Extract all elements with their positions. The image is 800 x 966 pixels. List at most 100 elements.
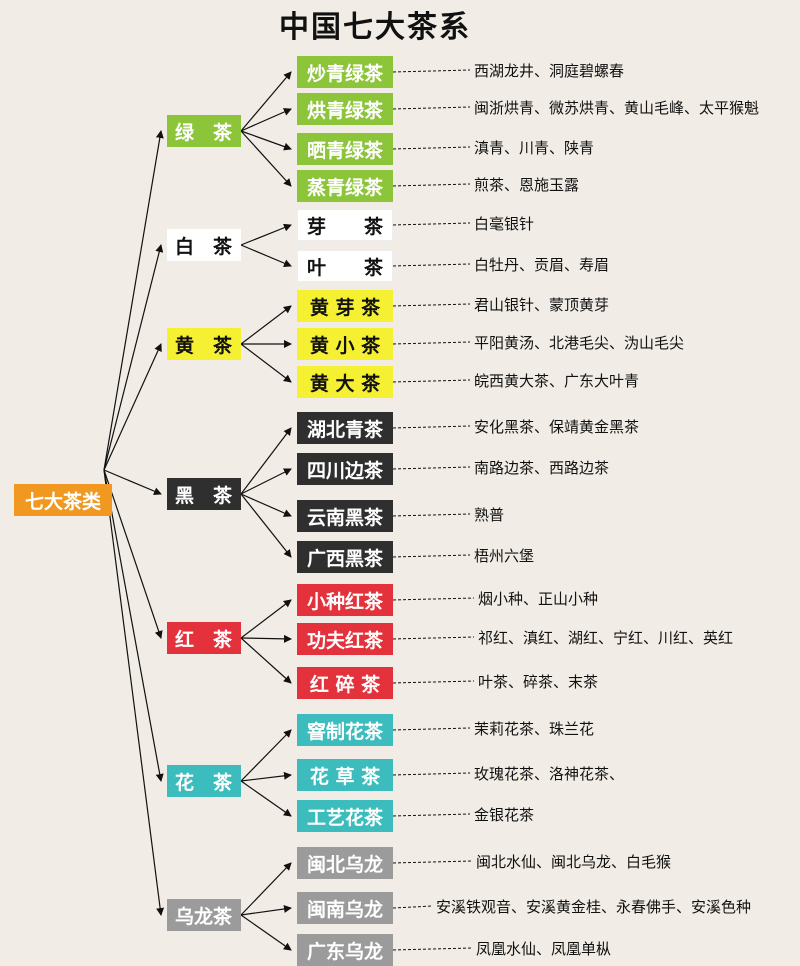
subtype-node: 黄 小 茶	[297, 328, 393, 360]
subtype-node: 功夫红茶	[297, 623, 393, 655]
subtype-node: 红 碎 茶	[297, 667, 393, 699]
dashed-leader-line	[392, 146, 471, 150]
example-teas-text: 西湖龙井、洞庭碧螺春	[474, 62, 625, 80]
root-to-category-arrow	[103, 469, 164, 782]
category-to-subtype-arrow	[240, 71, 292, 132]
category-node: 白 茶	[167, 229, 241, 261]
example-teas-text: 凤凰水仙、凤凰单枞	[476, 940, 612, 958]
dashed-leader-line	[392, 341, 471, 345]
dashed-leader-line	[392, 680, 475, 684]
category-to-subtype-arrow	[240, 771, 292, 782]
dashed-leader-line	[392, 379, 471, 383]
example-teas-text: 烟小种、正山小种	[478, 590, 599, 608]
subtype-node: 湖北青茶	[297, 412, 393, 444]
category-to-subtype-arrow	[240, 862, 292, 916]
subtype-node: 晒青绿茶	[297, 133, 393, 165]
example-teas-text: 叶茶、碎茶、末茶	[478, 673, 599, 691]
root-to-category-arrow	[103, 469, 163, 639]
example-teas-text: 熟普	[474, 506, 505, 524]
category-to-subtype-arrow	[240, 108, 292, 132]
dashed-leader-line	[392, 466, 471, 470]
category-to-subtype-arrow	[240, 914, 292, 951]
subtype-node: 闽北乌龙	[297, 847, 393, 879]
dashed-leader-line	[392, 183, 471, 187]
subtype-node: 蒸青绿茶	[297, 170, 393, 202]
example-teas-text: 安化黑茶、保靖黄金黑茶	[474, 418, 640, 436]
subtype-node: 芽 茶	[297, 209, 393, 241]
subtype-node: 叶 茶	[297, 250, 393, 282]
root-node: 七大茶类	[14, 484, 112, 516]
dashed-leader-line	[392, 554, 471, 558]
dashed-leader-line	[392, 727, 471, 731]
dashed-leader-line	[392, 106, 471, 110]
category-to-subtype-arrow	[240, 637, 292, 684]
category-node: 乌龙茶	[167, 899, 241, 931]
example-teas-text: 金银花茶	[474, 806, 535, 824]
dashed-leader-line	[392, 513, 471, 517]
subtype-node: 窨制花茶	[297, 714, 393, 746]
subtype-node: 广西黑茶	[297, 541, 393, 573]
example-teas-text: 闽北水仙、闽北乌龙、白毛猴	[476, 853, 672, 871]
subtype-node: 小种红茶	[297, 584, 393, 616]
subtype-node: 黄 大 茶	[297, 366, 393, 398]
subtype-node: 炒青绿茶	[297, 56, 393, 88]
category-to-subtype-arrow	[240, 780, 292, 817]
category-to-subtype-arrow	[240, 305, 292, 345]
example-teas-text: 平阳黄汤、北港毛尖、沩山毛尖	[474, 334, 685, 352]
category-to-subtype-arrow	[240, 468, 292, 495]
example-teas-text: 南路边茶、西路边茶	[474, 459, 610, 477]
category-to-subtype-arrow	[240, 343, 292, 383]
root-to-category-arrow	[103, 244, 164, 471]
subtype-node: 广东乌龙	[297, 934, 393, 966]
category-to-subtype-arrow	[240, 427, 292, 495]
category-node: 红 茶	[167, 622, 241, 654]
category-to-subtype-arrow	[240, 493, 292, 517]
dashed-leader-line	[392, 772, 471, 776]
subtype-node: 云南黑茶	[297, 500, 393, 532]
subtype-node: 闽南乌龙	[297, 892, 393, 924]
dashed-leader-line	[392, 597, 475, 601]
dashed-leader-line	[392, 303, 471, 307]
example-teas-text: 梧州六堡	[474, 547, 535, 565]
example-teas-text: 君山银针、蒙顶黄芽	[474, 296, 610, 314]
category-node: 黄 茶	[167, 328, 241, 360]
dashed-leader-line	[392, 636, 475, 640]
category-node: 绿 茶	[167, 115, 241, 147]
category-to-subtype-arrow	[240, 905, 292, 916]
root-to-category-arrow	[103, 469, 162, 495]
category-node: 黑 茶	[167, 478, 241, 510]
category-to-subtype-arrow	[240, 729, 292, 782]
example-teas-text: 闽浙烘青、微苏烘青、黄山毛峰、太平猴魁	[474, 99, 760, 117]
dashed-leader-line	[392, 263, 471, 267]
example-teas-text: 滇青、川青、陕青	[474, 139, 595, 157]
dashed-leader-line	[392, 425, 471, 429]
category-to-subtype-arrow	[240, 223, 292, 246]
root-to-category-arrow	[103, 130, 164, 471]
example-teas-text: 安溪铁观音、安溪黄金桂、永春佛手、安溪色种	[436, 898, 752, 916]
subtype-node: 花 草 茶	[297, 759, 393, 791]
example-teas-text: 煎茶、恩施玉露	[474, 176, 580, 194]
example-teas-text: 玫瑰花茶、洛神花茶、	[474, 765, 625, 783]
page-title: 中国七大茶系	[279, 10, 471, 45]
category-to-subtype-arrow	[240, 130, 292, 151]
example-teas-text: 白毫银针	[474, 215, 535, 233]
category-to-subtype-arrow	[240, 599, 292, 639]
dashed-leader-line	[392, 860, 473, 864]
subtype-node: 工艺花茶	[297, 800, 393, 832]
dashed-leader-line	[392, 69, 471, 73]
example-teas-text: 茉莉花茶、珠兰花	[474, 720, 595, 738]
example-teas-text: 白牡丹、贡眉、寿眉	[474, 256, 610, 274]
root-to-category-arrow	[103, 343, 162, 471]
category-to-subtype-arrow	[240, 244, 292, 267]
subtype-node: 烘青绿茶	[297, 93, 393, 125]
example-teas-text: 祁红、滇红、湖红、宁红、川红、英红	[478, 629, 734, 647]
dashed-leader-line	[392, 947, 473, 951]
root-to-category-arrow	[103, 469, 165, 916]
example-teas-text: 皖西黄大茶、广东大叶青	[474, 372, 640, 390]
dashed-leader-line	[392, 813, 471, 817]
subtype-node: 黄 芽 茶	[297, 290, 393, 322]
category-to-subtype-arrow	[240, 493, 292, 558]
category-to-subtype-arrow	[240, 130, 292, 187]
